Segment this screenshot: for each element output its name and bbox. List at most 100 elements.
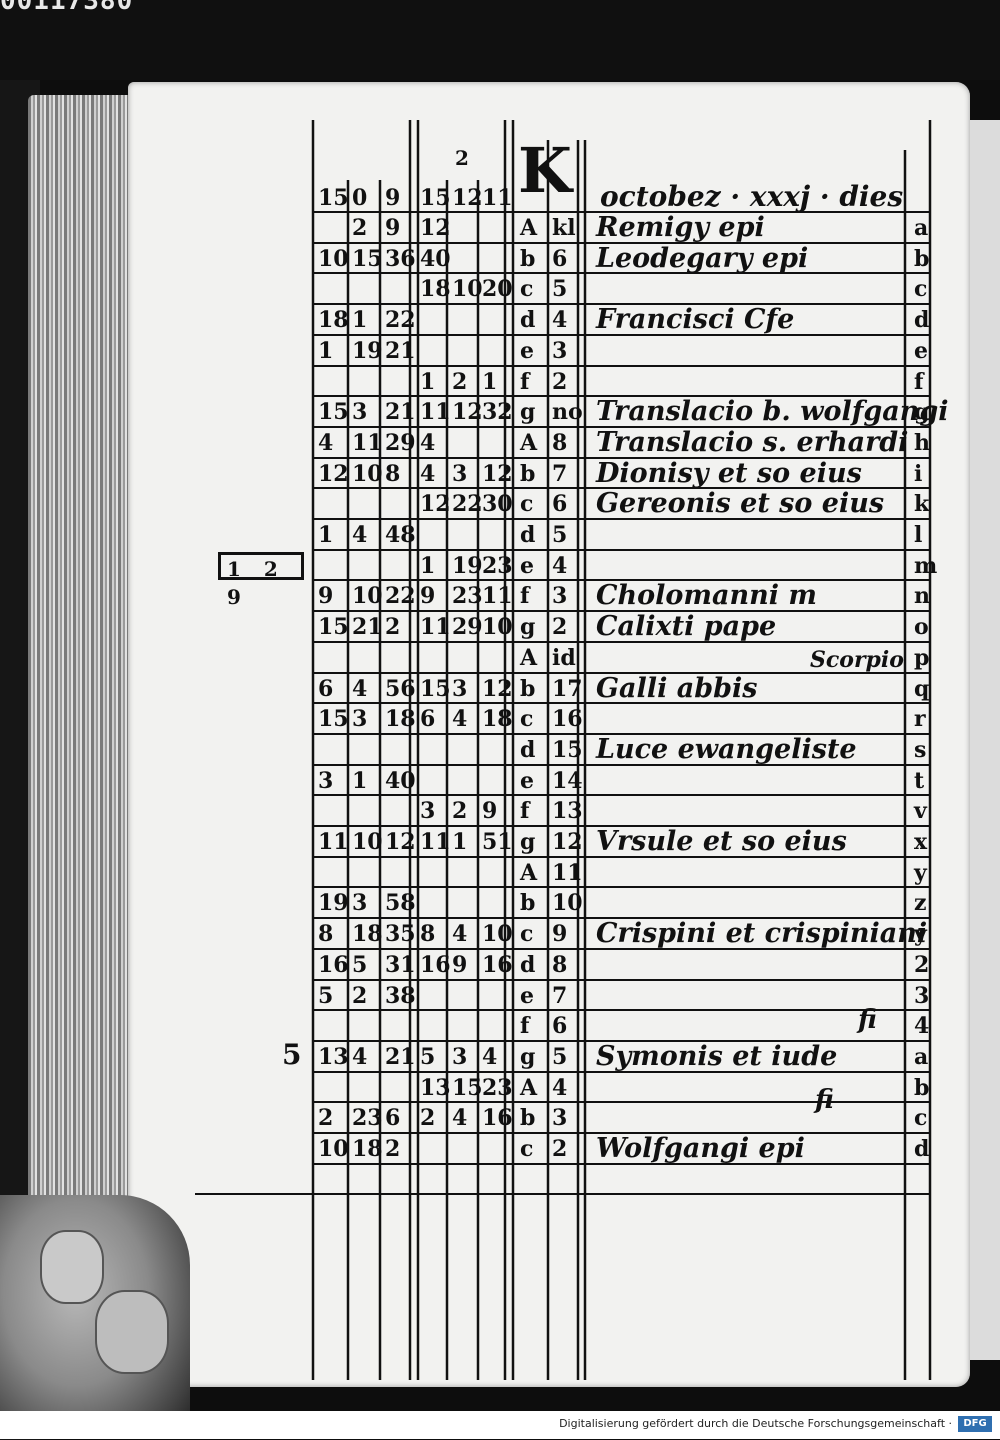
cell-a: 9	[318, 583, 334, 609]
cell-a: 2	[318, 1105, 334, 1131]
cell-a: 4	[318, 430, 334, 456]
dominical-letter: b	[520, 890, 536, 916]
cell-g: 10	[482, 921, 513, 947]
feast-name: Dionisy et so eius	[596, 458, 862, 489]
decorated-initial: K	[518, 134, 572, 207]
cell-b: 15	[352, 246, 383, 272]
sunday-letter: o	[914, 614, 929, 640]
cell-e: 12	[452, 399, 483, 425]
cell-b: 3	[352, 890, 368, 916]
cell-a: 15	[318, 614, 349, 640]
cell-n: 4	[552, 1075, 568, 1101]
cell-d: 5	[420, 1044, 436, 1070]
dominical-letter: g	[520, 399, 536, 425]
cell-n: 3	[552, 338, 568, 364]
sunday-letter: n	[914, 583, 930, 609]
cell-n: 3	[552, 583, 568, 609]
cell-n: 13	[552, 798, 583, 824]
sunday-letter: y	[914, 921, 927, 947]
cell-b: 2	[352, 983, 368, 1009]
sunday-letter: c	[914, 1105, 928, 1131]
dominical-letter: c	[520, 1136, 534, 1162]
cell-g: 11	[482, 583, 513, 609]
dominical-letter: d	[520, 952, 536, 978]
marginal-boxed-number: 1 2 9	[218, 552, 304, 609]
sunday-letter: z	[914, 890, 927, 916]
dominical-letter: A	[520, 645, 538, 671]
sunday-letter: y	[914, 860, 927, 886]
cell-c: 38	[385, 983, 416, 1009]
cell-c: 58	[385, 890, 416, 916]
cell-a: 11	[318, 829, 349, 855]
cell-d: 12	[420, 491, 451, 517]
cell-b: 3	[352, 706, 368, 732]
finger	[40, 1230, 104, 1304]
dominical-letter: c	[520, 921, 534, 947]
cell-n: 7	[552, 983, 568, 1009]
cell-c: 29	[385, 430, 416, 456]
cell-e: 3	[452, 461, 468, 487]
cell-g: 16	[482, 1105, 513, 1131]
cell-n: 2	[552, 369, 568, 395]
cell-d: 6	[420, 706, 436, 732]
cell-d: 16	[420, 952, 451, 978]
cell-g: 30	[482, 491, 513, 517]
sunday-letter: a	[914, 1044, 929, 1070]
cell-a: 15	[318, 706, 349, 732]
sunday-letter: l	[914, 522, 923, 548]
cell-a: 5	[318, 983, 334, 1009]
dominical-letter: g	[520, 829, 536, 855]
calendar-first-row: 15 0 9 15 12 11	[0, 184, 1000, 212]
sunday-letter: b	[914, 246, 930, 272]
cell-b: 10	[352, 829, 383, 855]
cell-g: 23	[482, 1075, 513, 1101]
cell-c: 9	[385, 215, 401, 241]
dominical-letter: c	[520, 491, 534, 517]
cell-d: 12	[420, 215, 451, 241]
cell-b: 4	[352, 676, 368, 702]
cell-n: 2	[552, 614, 568, 640]
cell-b: 21	[352, 614, 383, 640]
dominical-letter: b	[520, 461, 536, 487]
dominical-letter: b	[520, 1105, 536, 1131]
dominical-letter: d	[520, 737, 536, 763]
cell-c: 6	[385, 1105, 401, 1131]
cell-g: 23	[482, 553, 513, 579]
cell-n: 14	[552, 768, 583, 794]
cell-b: 10	[352, 461, 383, 487]
sunday-letter: p	[914, 645, 930, 671]
cell-n: 10	[552, 890, 583, 916]
column-header-number: 2	[455, 146, 469, 170]
cell-n: 8	[552, 952, 568, 978]
sunday-letter: m	[914, 553, 938, 579]
cell-d: 13	[420, 1075, 451, 1101]
cell-d: 15	[420, 676, 451, 702]
feast-name: Galli abbis	[596, 673, 758, 704]
dominical-letter: e	[520, 553, 534, 579]
feast-name: Remigy epi	[596, 212, 765, 243]
marginal-mark: 5	[282, 1038, 302, 1071]
cell-c: 8	[385, 461, 401, 487]
cell-c: 12	[385, 829, 416, 855]
feast-name: Luce ewangeliste	[596, 734, 857, 765]
cell-n: 5	[552, 276, 568, 302]
dominical-letter: b	[520, 676, 536, 702]
cell-e: 29	[452, 614, 483, 640]
cell-n: 4	[552, 553, 568, 579]
cell-n: id	[552, 645, 576, 671]
cell-b: 1	[352, 768, 368, 794]
cell-d: 11	[420, 614, 451, 640]
cell-d: 11	[420, 399, 451, 425]
sunday-letter: h	[914, 430, 930, 456]
